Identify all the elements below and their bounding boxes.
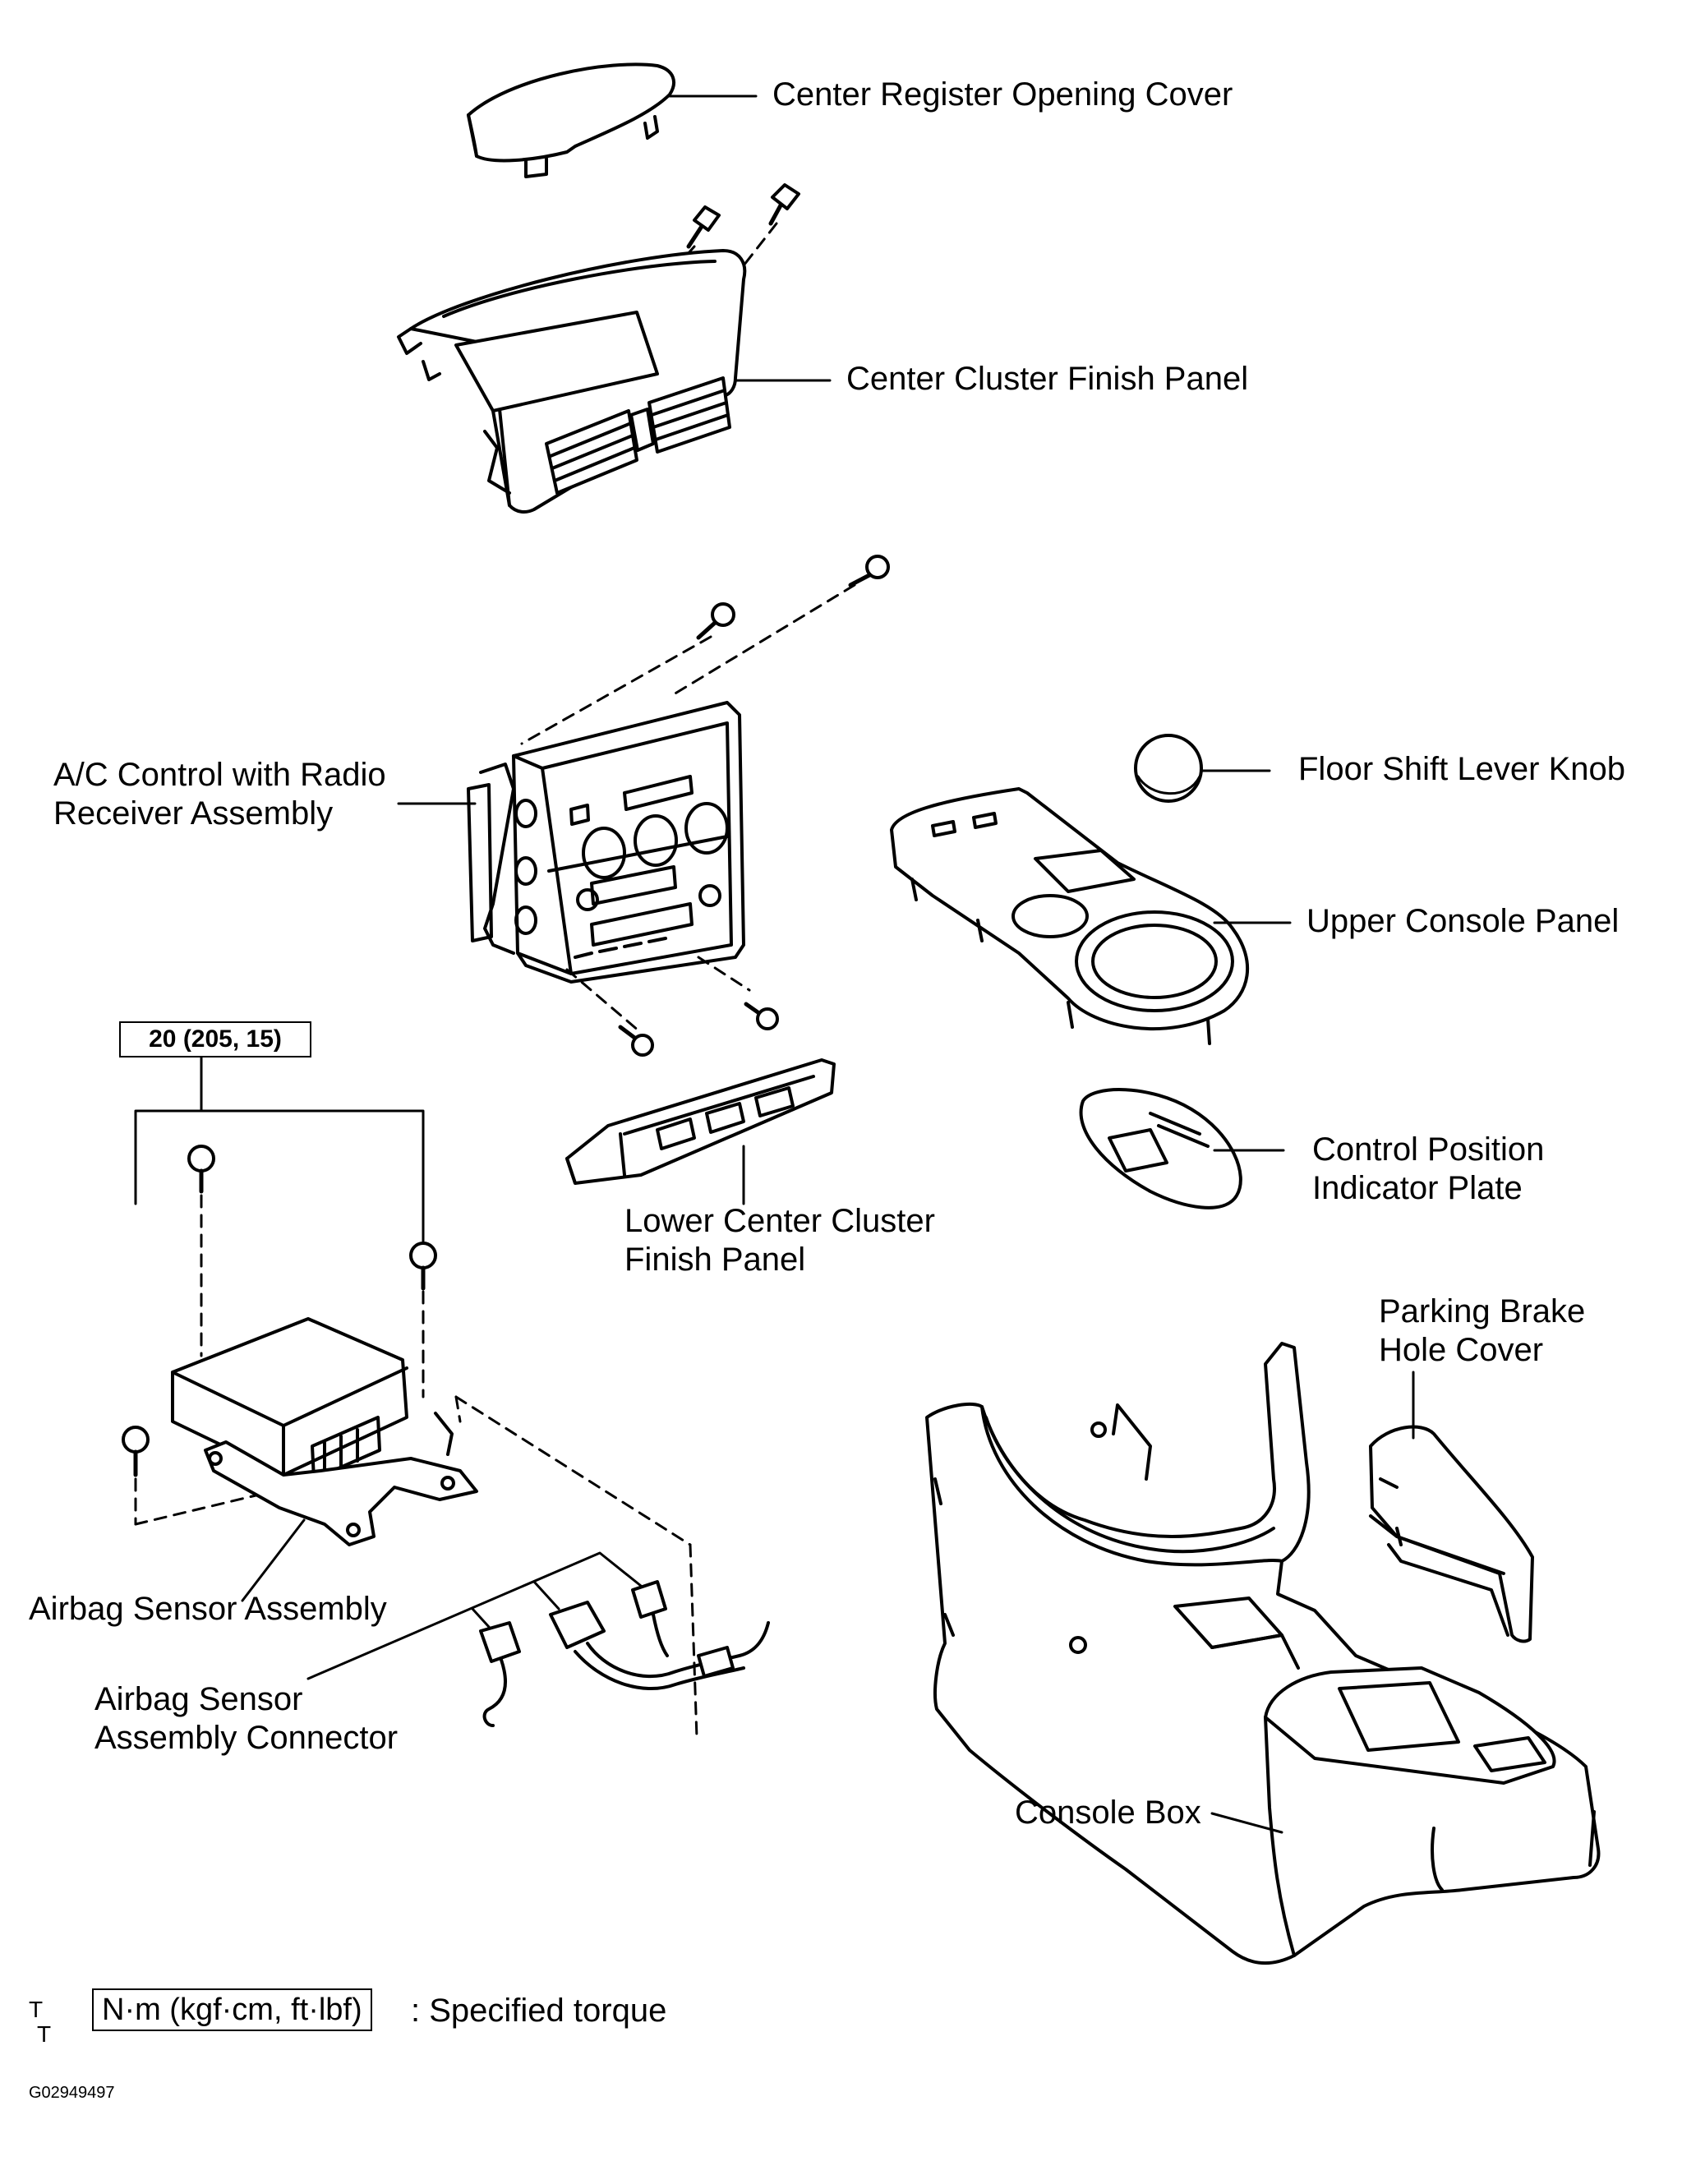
torque-spec-box: 20 (205, 15) [119, 1021, 311, 1057]
screw-cluster-right [768, 183, 800, 226]
airbag-sensor-connector [479, 1580, 770, 1727]
label-floor-shift-knob: Floor Shift Lever Knob [1298, 751, 1625, 787]
console-box [925, 1342, 1601, 1965]
bolt-airbag-top-left [187, 1145, 215, 1194]
bolt-airbag-right [409, 1242, 437, 1291]
label-center-cluster-finish-panel: Center Cluster Finish Panel [846, 361, 1249, 397]
leader-console-box [1210, 1812, 1283, 1834]
legend-mark-top: T [29, 1997, 44, 2022]
legend-mark-bottom: T [37, 2021, 52, 2047]
ac-control-radio-receiver [467, 701, 745, 984]
figure-id: G02949497 [29, 2084, 115, 2102]
label-airbag-connector-line2: Assembly Connector [94, 1720, 399, 1756]
label-control-position-line2: Indicator Plate [1312, 1170, 1523, 1206]
label-ac-control-line1: A/C Control with Radio [53, 757, 386, 793]
center-register-opening-cover [467, 62, 675, 178]
leader-airbag-connector [306, 1551, 643, 1680]
screw-cluster-left [686, 205, 721, 249]
label-control-position-line1: Control Position [1312, 1131, 1545, 1168]
label-lower-cluster-line1: Lower Center Cluster [624, 1203, 935, 1239]
airbag-sensor-assembly [171, 1317, 478, 1546]
lower-center-cluster-finish-panel [565, 1058, 836, 1185]
center-cluster-finish-panel [397, 249, 747, 514]
screw-ac-bottom-right [744, 1002, 779, 1030]
upper-console-panel [890, 787, 1250, 1045]
bolt-airbag-left [122, 1426, 150, 1477]
floor-shift-lever-knob [1134, 734, 1203, 803]
legend-unit-box: N·m (kgf·cm, ft·lbf) [92, 1988, 372, 2031]
label-airbag-connector-line1: Airbag Sensor [94, 1681, 303, 1717]
legend-description: : Specified torque [411, 1993, 667, 2029]
control-position-indicator-plate [1079, 1088, 1242, 1209]
leader-airbag-sensor [241, 1518, 306, 1602]
label-lower-cluster-line2: Finish Panel [624, 1242, 806, 1278]
label-parking-brake-line2: Hole Cover [1379, 1332, 1544, 1368]
torque-bracket [134, 1054, 425, 1246]
screw-ac-top-right [848, 555, 890, 587]
label-airbag-sensor-assembly: Airbag Sensor Assembly [29, 1591, 387, 1627]
parking-brake-hole-cover [1369, 1425, 1534, 1643]
label-ac-control-line2: Receiver Assembly [53, 795, 334, 832]
label-center-register-cover: Center Register Opening Cover [772, 76, 1233, 113]
label-upper-console-panel: Upper Console Panel [1306, 903, 1620, 939]
screw-ac-bottom-left [618, 1025, 654, 1057]
screw-ac-top-left [696, 602, 735, 640]
label-console-box: Console Box [1015, 1795, 1201, 1831]
label-parking-brake-line1: Parking Brake [1379, 1293, 1586, 1329]
